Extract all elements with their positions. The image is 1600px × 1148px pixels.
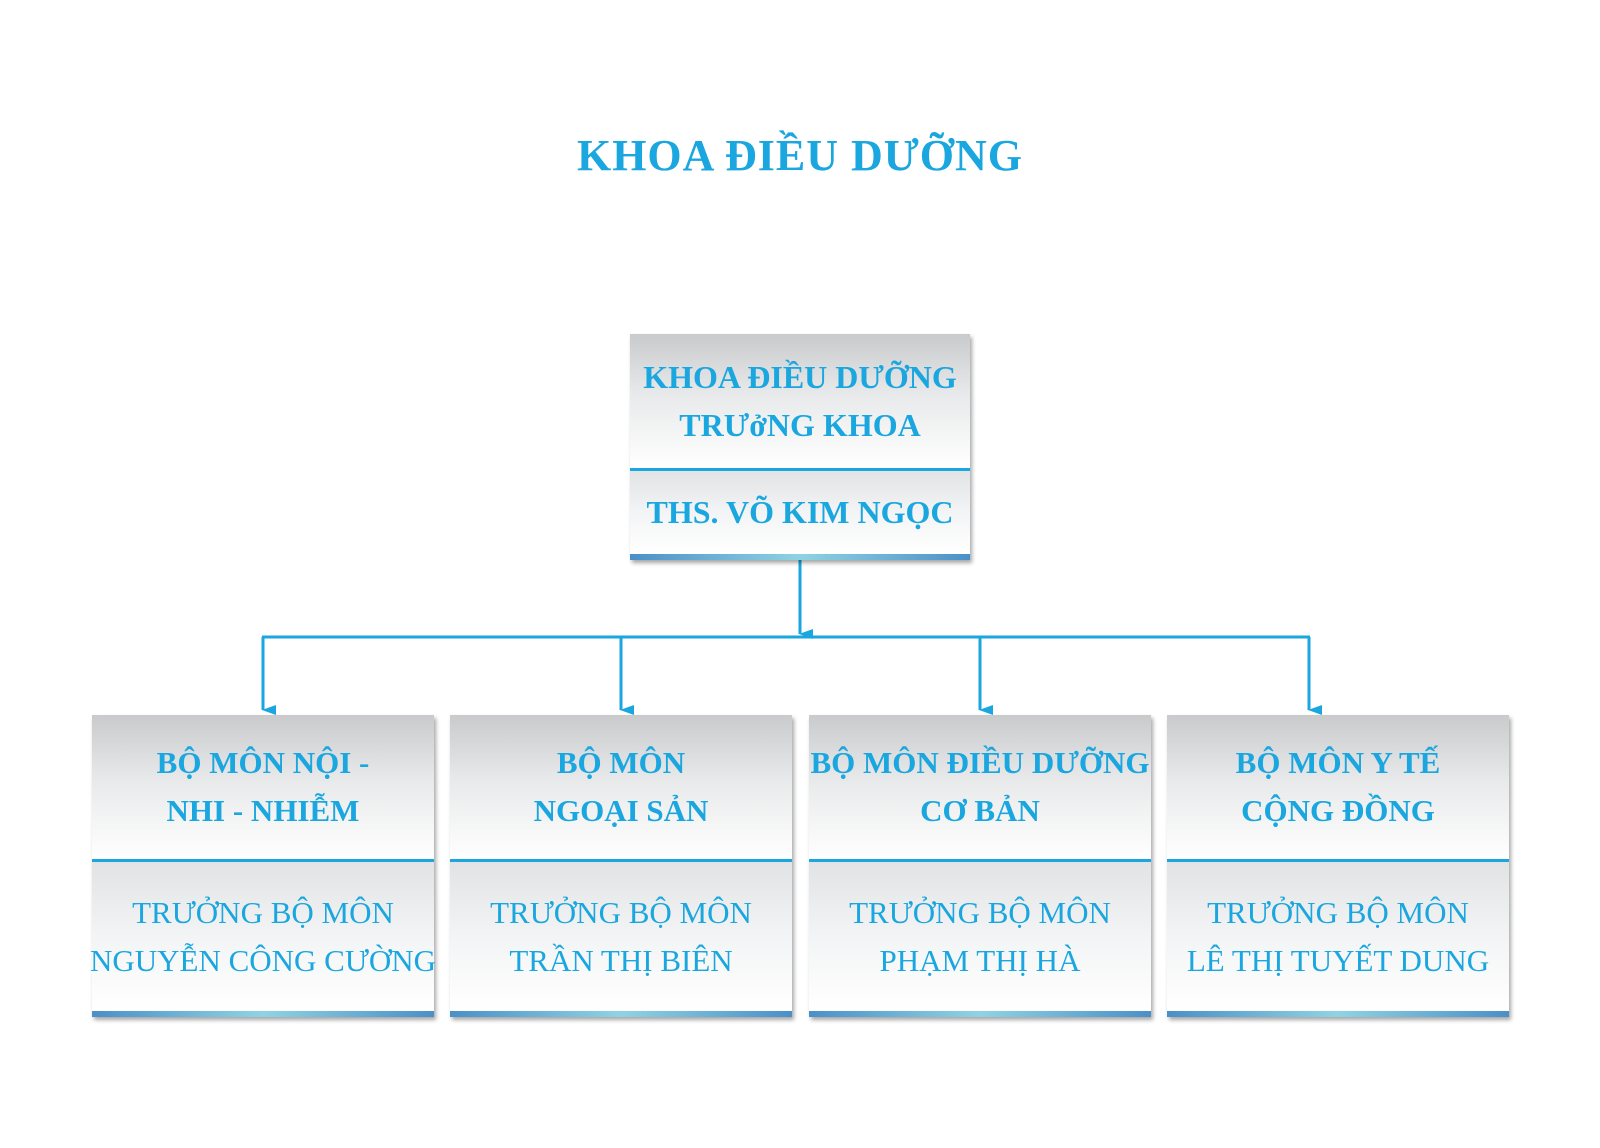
root-title-line-2: TRƯởNG KHOA	[679, 407, 921, 443]
department-head-name: PHẠM THỊ HÀ	[879, 942, 1081, 978]
department-head-area: TRƯỞNG BỘ MÔN NGUYỄN CÔNG CƯỜNG	[89, 862, 437, 1011]
department-title-line-2: NGOẠI SẢN	[533, 793, 709, 828]
page-title: KHOA ĐIỀU DƯỠNG	[576, 131, 1024, 180]
root-box: KHOA ĐIỀU DƯỠNG TRƯởNG KHOA THS. VÕ KIM …	[630, 334, 970, 560]
department-title-line-1: BỘ MÔN NỘI -	[156, 745, 370, 780]
department-title-line-2: CỘNG ĐỒNG	[1241, 793, 1435, 828]
department-box-base-stripe	[92, 1011, 434, 1017]
root-box-divider	[630, 468, 970, 471]
department-box-divider	[92, 859, 434, 862]
root-name: THS. VÕ KIM NGỌC	[646, 494, 954, 530]
root-box-name-area: THS. VÕ KIM NGỌC	[630, 471, 970, 554]
department-head-name: NGUYỄN CÔNG CƯỜNG	[89, 942, 437, 978]
department-box-base-stripe	[450, 1011, 792, 1017]
department-title-area: BỘ MÔN ĐIỀU DƯỠNG CƠ BẢN	[809, 715, 1151, 859]
department-head-role: TRƯỞNG BỘ MÔN	[849, 894, 1111, 930]
root-box-base-stripe	[630, 554, 970, 560]
department-head-area: TRƯỞNG BỘ MÔN PHẠM THỊ HÀ	[809, 862, 1151, 1011]
root-title-line-1: KHOA ĐIỀU DƯỠNG	[643, 359, 957, 395]
department-box-3: BỘ MÔN ĐIỀU DƯỠNG CƠ BẢN TRƯỞNG BỘ MÔN P…	[809, 715, 1151, 1017]
department-title-line-1: BỘ MÔN ĐIỀU DƯỠNG	[810, 745, 1150, 780]
department-head-role: TRƯỞNG BỘ MÔN	[1207, 894, 1469, 930]
department-box-base-stripe	[1167, 1011, 1509, 1017]
root-box-title-area: KHOA ĐIỀU DƯỠNG TRƯởNG KHOA	[630, 334, 970, 468]
department-box-2: BỘ MÔN NGOẠI SẢN TRƯỞNG BỘ MÔN TRẦN THỊ …	[450, 715, 792, 1017]
department-title-area: BỘ MÔN NGOẠI SẢN	[450, 715, 792, 859]
department-head-name: TRẦN THỊ BIÊN	[509, 942, 733, 978]
department-box-base-stripe	[809, 1011, 1151, 1017]
department-title-area: BỘ MÔN Y TẾ CỘNG ĐỒNG	[1167, 715, 1509, 859]
department-head-role: TRƯỞNG BỘ MÔN	[132, 894, 394, 930]
department-head-area: TRƯỞNG BỘ MÔN TRẦN THỊ BIÊN	[450, 862, 792, 1011]
department-head-name: LÊ THỊ TUYẾT DUNG	[1186, 942, 1490, 978]
department-head-role: TRƯỞNG BỘ MÔN	[490, 894, 752, 930]
department-title-line-1: BỘ MÔN Y TẾ	[1235, 745, 1441, 780]
department-title-line-2: NHI - NHIỄM	[166, 793, 360, 828]
department-title-line-1: BỘ MÔN	[556, 745, 686, 780]
department-box-1: BỘ MÔN NỘI - NHI - NHIỄM TRƯỞNG BỘ MÔN N…	[89, 715, 437, 1017]
department-title-area: BỘ MÔN NỘI - NHI - NHIỄM	[92, 715, 434, 859]
department-head-area: TRƯỞNG BỘ MÔN LÊ THỊ TUYẾT DUNG	[1167, 862, 1509, 1011]
department-title-line-2: CƠ BẢN	[920, 793, 1040, 828]
department-box-4: BỘ MÔN Y TẾ CỘNG ĐỒNG TRƯỞNG BỘ MÔN LÊ T…	[1167, 715, 1509, 1017]
department-box-divider	[1167, 859, 1509, 862]
department-box-divider	[450, 859, 792, 862]
department-box-divider	[809, 859, 1151, 862]
